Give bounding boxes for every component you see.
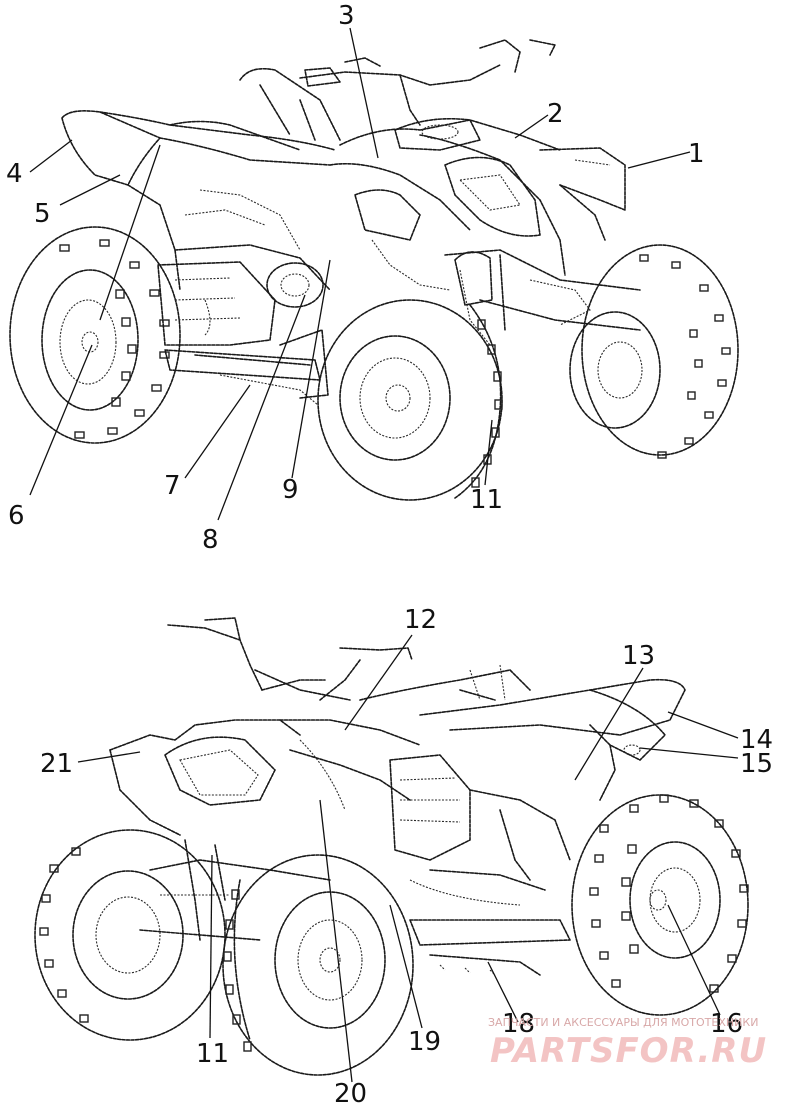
callout-21: 21	[40, 749, 73, 779]
watermark-brand: PARTSFOR.RU	[490, 1031, 767, 1071]
callout-1: 1	[688, 139, 705, 169]
engine	[157, 261, 324, 346]
callout-9: 9	[282, 475, 299, 505]
handlebar-bottom	[167, 617, 413, 701]
callout-6: 6	[8, 501, 25, 531]
callout-4: 4	[6, 159, 23, 189]
atv-bottom-drawing: 12 13 14 15 16 18 19 20 21 11	[34, 605, 773, 1108]
callout-2: 2	[547, 99, 564, 129]
callout-5: 5	[34, 199, 51, 229]
callout-3: 3	[338, 1, 355, 31]
rear-left-wheel	[9, 226, 181, 444]
callout-13: 13	[622, 641, 655, 671]
handlebar-top	[299, 39, 556, 126]
rear-right-wheel	[571, 794, 749, 1016]
front-left-wheel-bottom	[34, 829, 226, 1041]
front-left-wheel	[317, 299, 503, 501]
callout-11-bottom: 11	[196, 1039, 229, 1069]
callout-12: 12	[404, 605, 437, 635]
front-right-wheel-bottom	[222, 854, 414, 1076]
callout-15: 15	[740, 749, 773, 779]
watermark-caption: ЗАПЧАСТИ И АКСЕССУАРЫ ДЛЯ МОТОТЕХНИКИ	[488, 1016, 758, 1029]
leader-lines-top	[29, 27, 691, 521]
callout-16: 16	[710, 1009, 743, 1039]
callout-19: 19	[408, 1027, 441, 1057]
callout-14: 14	[740, 725, 773, 755]
atv-top-drawing: 1 2 3 4 5 6 7 8 9 11	[6, 1, 739, 555]
callout-11-top: 11	[470, 485, 503, 515]
callout-8: 8	[202, 525, 219, 555]
callout-20: 20	[334, 1079, 367, 1108]
watermark: ЗАПЧАСТИ И АКСЕССУАРЫ ДЛЯ МОТОТЕХНИКИ PA…	[488, 1016, 767, 1071]
callout-18: 18	[502, 1009, 535, 1039]
callout-7: 7	[164, 471, 181, 501]
leader-lines-bottom	[77, 634, 739, 1083]
front-right-wheel	[569, 244, 739, 459]
